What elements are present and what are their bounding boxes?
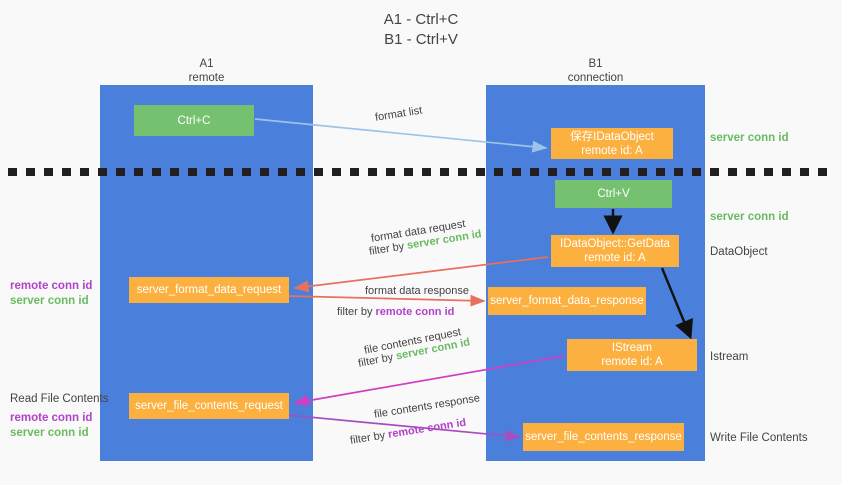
box-server-file-contents-request[interactable]: server_file_contents_request [129,393,289,419]
label-remote-conn-id-lower: remote conn id [10,412,93,424]
edge-label-format-data-response: format data response [365,285,469,297]
edge-label-fdresp-filter-value: remote conn id [375,306,455,318]
box-ctrl-c[interactable]: Ctrl+C [134,105,254,136]
box-istream-line-2: remote id: A [601,356,663,368]
label-read-file-contents: Read File Contents [10,393,109,405]
label-istream: Istream [710,351,749,363]
box-server-format-data-response[interactable]: server_format_data_response [488,287,646,315]
box-server-format-data-request-label: server_format_data_request [136,284,282,296]
title-line-1: A1 - Ctrl+C [383,11,459,28]
box-ctrl-v-label: Ctrl+V [597,188,630,200]
page-title: A1 - Ctrl+C B1 - Ctrl+V [0,10,842,50]
label-left-conn-ids-lower: remote conn id server conn id [10,411,92,441]
title-line-2: B1 - Ctrl+V [384,31,458,48]
connector-format-data-request [293,256,549,293]
label-server-conn-id-upper: server conn id [10,295,89,307]
label-remote-conn-id-upper: remote conn id [10,280,93,292]
column-header-a1: A1 remote [100,57,313,85]
box-istream-line-1: IStream [611,342,653,354]
column-a1-role: remote [188,72,225,84]
box-server-file-contents-request-label: server_file_contents_request [135,400,283,412]
box-server-file-contents-response[interactable]: server_file_contents_response [523,423,684,451]
connector-file-contents-request [293,355,565,407]
box-ctrl-c-label: Ctrl+C [177,114,211,127]
box-istream[interactable]: IStream remote id: A [567,339,697,371]
box-save-idataobject[interactable]: 保存IDataObject remote id: A [551,128,673,159]
box-server-file-contents-response-label: server_file_contents_response [525,431,682,443]
label-server-conn-id-lower: server conn id [10,427,89,439]
label-server-conn-id-top: server conn id [710,132,789,144]
connector-format-list [254,118,548,153]
box-server-format-data-request[interactable]: server_format_data_request [129,277,289,303]
box-getdata-line-1: IDataObject::GetData [560,238,670,250]
label-server-conn-id-second: server conn id [710,211,789,223]
box-getdata-line-2: remote id: A [584,252,646,264]
label-write-file-contents: Write File Contents [710,432,808,444]
box-server-format-data-response-label: server_format_data_response [490,295,644,307]
column-b1-name: B1 [588,58,603,70]
label-left-conn-ids-upper: remote conn id server conn id [10,279,92,309]
box-save-idataobject-line-2: remote id: A [581,144,643,157]
box-ctrl-v[interactable]: Ctrl+V [555,180,672,208]
edge-label-fdresp-filter-prefix: filter by [337,306,376,318]
column-b1-role: connection [567,72,624,84]
box-save-idataobject-line-1: 保存IDataObject [570,130,654,143]
box-idataobject-getdata[interactable]: IDataObject::GetData remote id: A [551,235,679,267]
column-header-b1: B1 connection [486,57,705,85]
label-dataobject: DataObject [710,246,768,258]
connector-getdata-to-istream [660,267,693,340]
edge-label-format-data-response-filter: filter by remote conn id [337,305,454,319]
column-a1-name: A1 [199,58,214,70]
